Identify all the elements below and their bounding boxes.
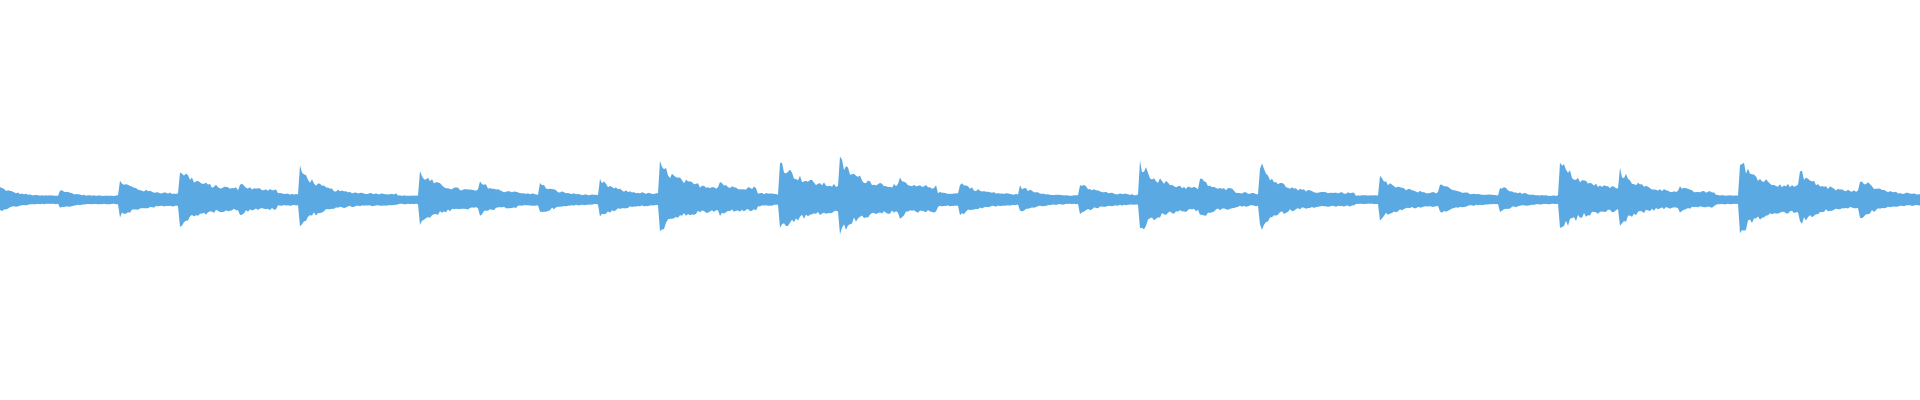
waveform-shape <box>0 156 1920 235</box>
